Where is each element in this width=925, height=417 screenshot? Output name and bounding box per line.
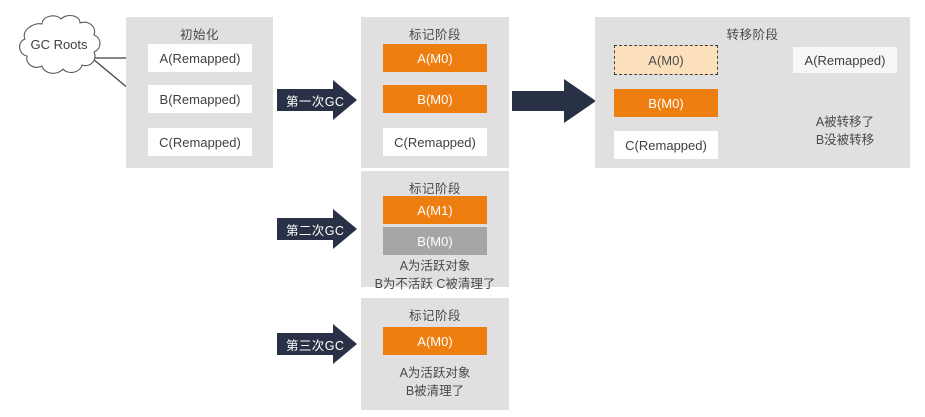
panel-mark-phase-1: 标记阶段 A(M0) B(M0) C(Remapped) xyxy=(361,17,509,168)
object-box-b-m0-mark1: B(M0) xyxy=(383,85,487,113)
panel-initialization: 初始化 A(Remapped) B(Remapped) C(Remapped) xyxy=(126,17,273,168)
panel-initialization-title: 初始化 xyxy=(179,28,219,42)
panel-mark-phase-1-title: 标记阶段 xyxy=(408,28,461,42)
gc-roots-cloud: GC Roots xyxy=(12,14,106,78)
arrow-third-gc: 第三次GC xyxy=(277,324,357,364)
panel-mark-phase-2-note: A为活跃对象 B为不活跃 C被清理了 xyxy=(374,259,496,292)
object-box-a-m0-mark3: A(M0) xyxy=(383,327,487,355)
object-box-c-remapped-relocate: C(Remapped) xyxy=(614,131,718,159)
panel-mark-phase-3: 标记阶段 A(M0) A为活跃对象 B被清理了 xyxy=(361,298,509,410)
object-box-a-remapped-relocated: A(Remapped) xyxy=(793,47,897,73)
object-box-c-remapped-init: C(Remapped) xyxy=(148,128,252,156)
object-box-c-remapped-mark1: C(Remapped) xyxy=(383,128,487,156)
arrow-to-relocate-phase xyxy=(512,79,596,123)
object-box-a-m0-relocating: A(M0) xyxy=(614,45,718,75)
object-box-b-remapped-init: B(Remapped) xyxy=(148,85,252,113)
object-box-b-m0-relocate: B(M0) xyxy=(614,89,718,117)
panel-mark-phase-3-title: 标记阶段 xyxy=(408,309,461,323)
panel-mark-phase-2: 标记阶段 A(M1) B(M0) A为活跃对象 B为不活跃 C被清理了 xyxy=(361,171,509,291)
arrow-second-gc: 第二次GC xyxy=(277,209,357,249)
arrow-first-gc: 第一次GC xyxy=(277,80,357,120)
panel-relocate-phase: 转移阶段 A(M0) A(Remapped) B(M0) C(Remapped)… xyxy=(595,17,910,168)
object-box-a-remapped-init: A(Remapped) xyxy=(148,44,252,72)
panel-relocate-phase-title: 转移阶段 xyxy=(726,28,779,42)
object-box-a-m1-mark2: A(M1) xyxy=(383,196,487,224)
panel-mark-phase-2-title: 标记阶段 xyxy=(408,182,461,196)
panel-mark-phase-3-note: A为活跃对象 B被清理了 xyxy=(399,366,471,399)
object-box-b-m0-mark2: B(M0) xyxy=(383,227,487,255)
object-box-a-m0-mark1: A(M0) xyxy=(383,44,487,72)
panel-relocate-phase-note: A被转移了 B没被转移 xyxy=(815,115,875,148)
